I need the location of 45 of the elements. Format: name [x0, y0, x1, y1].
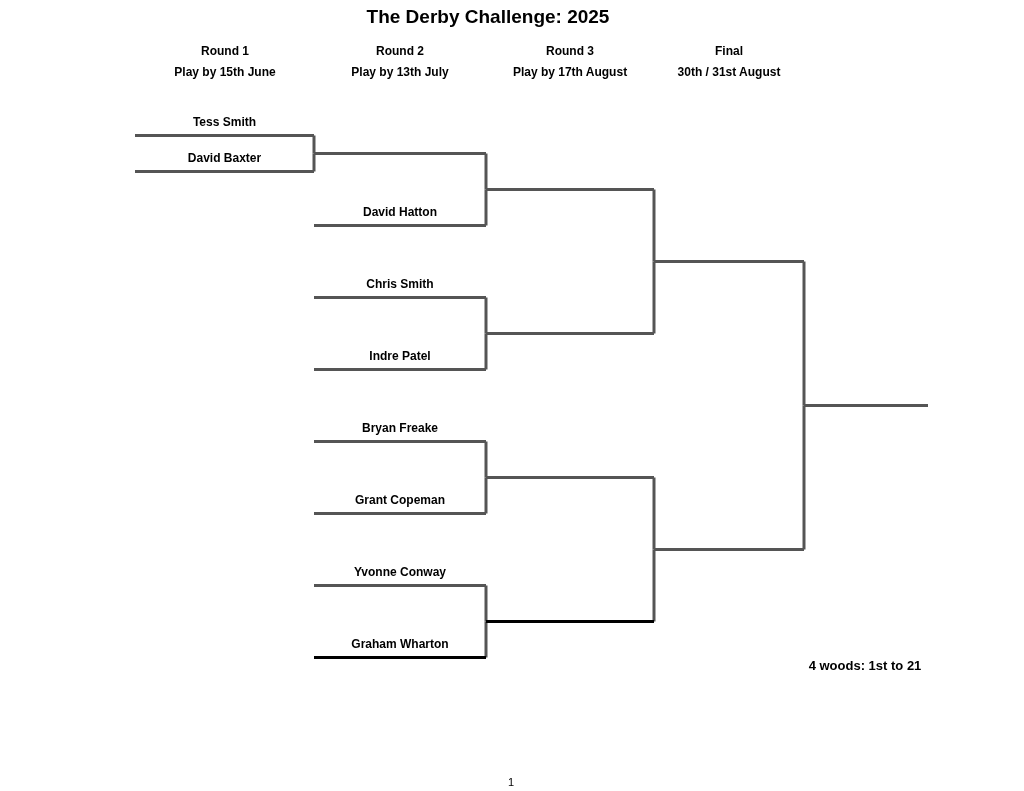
play-by-date: Play by 13th July	[351, 65, 449, 79]
player-name: Chris Smith	[365, 277, 435, 291]
scoring-note: 4 woods: 1st to 21	[808, 658, 922, 673]
play-by-date: Play by 17th August	[512, 65, 628, 79]
bracket-line	[135, 115, 314, 137]
bracket-connector	[312, 135, 316, 154]
bracket-line	[314, 205, 486, 227]
bracket-line	[135, 151, 314, 173]
bracket-connector	[802, 405, 806, 550]
play-by-date: 30th / 31st August	[677, 65, 781, 79]
bracket-connector	[652, 189, 656, 262]
bracket-connector	[652, 261, 656, 334]
round-heading: Round 2	[376, 44, 424, 58]
bracket-connector	[484, 585, 488, 622]
bracket-connector	[484, 153, 488, 190]
player-name: Graham Wharton	[350, 637, 450, 651]
bracket-line	[314, 637, 486, 659]
round-heading: Round 1	[201, 44, 249, 58]
player-name: Grant Copeman	[354, 493, 446, 507]
bracket-connector	[484, 297, 488, 334]
player-name: David Hatton	[362, 205, 438, 219]
bracket-line	[314, 349, 486, 371]
round-heading: Round 3	[546, 44, 594, 58]
player-name: Bryan Freake	[360, 421, 439, 435]
bracket-connector	[484, 441, 488, 478]
player-name: Yvonne Conway	[353, 565, 447, 579]
bracket-line	[314, 493, 486, 515]
bracket-line	[314, 421, 486, 443]
page-number: 1	[507, 776, 515, 788]
bracket-connector	[312, 153, 316, 172]
bracket-connector	[484, 189, 488, 226]
bracket-connector	[484, 333, 488, 370]
player-name: David Baxter	[186, 151, 263, 165]
bracket-connector	[484, 477, 488, 514]
bracket-connector	[484, 621, 488, 658]
round-heading: Final	[715, 44, 743, 58]
bracket-connector	[652, 477, 656, 550]
bracket-line	[314, 565, 486, 587]
play-by-date: Play by 15th June	[174, 65, 276, 79]
bracket-line	[314, 277, 486, 299]
player-name: Indre Patel	[368, 349, 432, 363]
player-name: Tess Smith	[191, 115, 258, 129]
page-title: The Derby Challenge: 2025	[366, 6, 610, 28]
bracket-connector	[652, 549, 656, 622]
bracket-connector	[802, 261, 806, 406]
